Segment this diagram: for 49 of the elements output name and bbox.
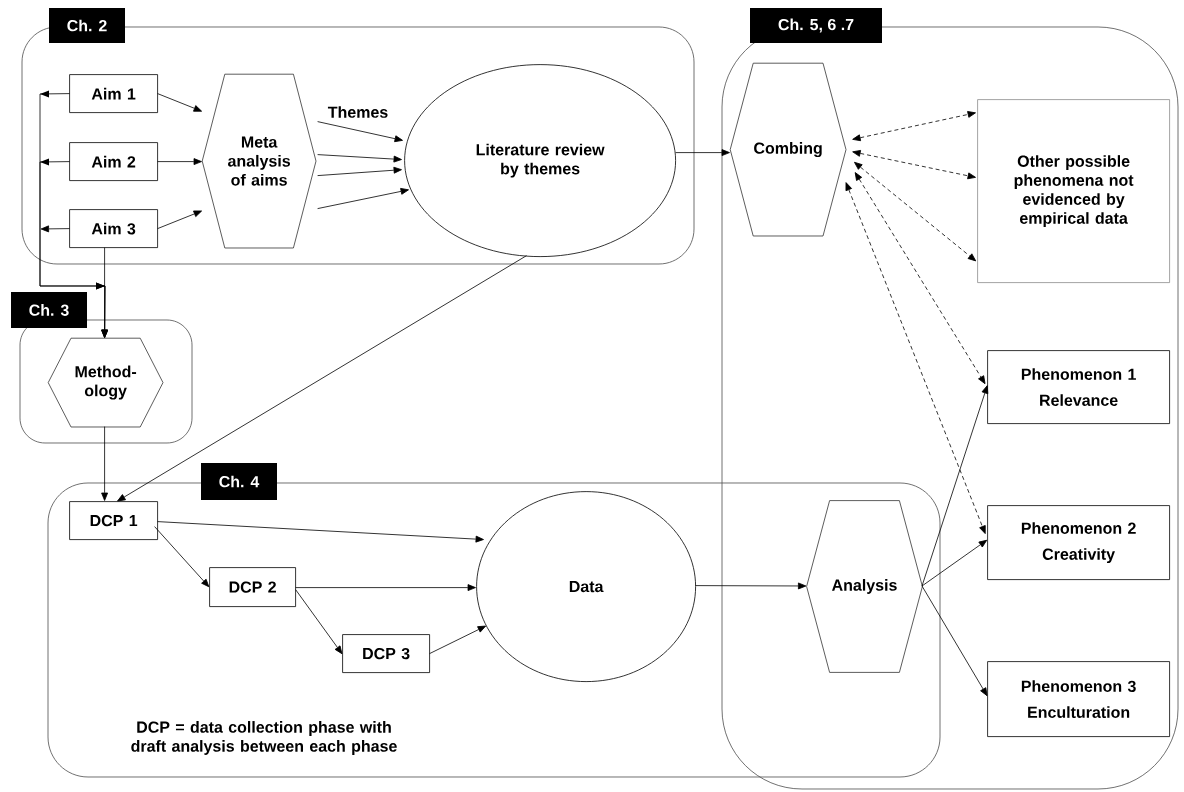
arrow bbox=[101, 426, 109, 501]
arrow bbox=[154, 526, 210, 588]
arrow bbox=[39, 158, 109, 338]
arrow bbox=[921, 539, 988, 587]
hexagon-process: Combing bbox=[729, 62, 847, 237]
arrow bbox=[157, 93, 202, 112]
process-box: Phenomenon 1 Relevance bbox=[987, 350, 1170, 424]
process-box: Aim 1 bbox=[69, 74, 158, 113]
hexagon-process: Analysis bbox=[806, 500, 923, 673]
chapter-tab: Ch. 2 bbox=[49, 8, 125, 43]
arrow bbox=[854, 172, 986, 385]
chapter-tab: Ch. 5, 6 .7 bbox=[750, 8, 882, 43]
arrow bbox=[845, 182, 986, 534]
hexagon-process: Meta analysis of aims bbox=[201, 73, 317, 249]
arrow bbox=[852, 150, 976, 180]
arrow bbox=[429, 625, 486, 654]
arrow bbox=[157, 210, 202, 229]
arrow bbox=[921, 585, 988, 697]
process-box: Aim 3 bbox=[69, 209, 158, 248]
arrow bbox=[295, 584, 476, 591]
process-box: Other possible phenomena not evidenced by empirical data bbox=[977, 99, 1170, 283]
process-box: DCP 1 bbox=[69, 501, 158, 540]
process-box: DCP 2 bbox=[209, 567, 296, 607]
arrow bbox=[40, 225, 70, 233]
arrow bbox=[317, 188, 409, 209]
arrow bbox=[317, 121, 403, 143]
theme-label: Themes bbox=[327, 106, 388, 118]
process-box: Aim 2 bbox=[69, 142, 158, 181]
ellipse-process: Literature review by themes bbox=[404, 64, 676, 257]
arrow bbox=[675, 149, 730, 156]
process-box: Phenomenon 2 Creativity bbox=[987, 505, 1170, 580]
arrow bbox=[921, 385, 989, 587]
arrow bbox=[695, 582, 807, 590]
process-box: DCP 3 bbox=[342, 634, 430, 673]
hexagon-process: Method-ology bbox=[47, 337, 164, 428]
ellipse-process: Data bbox=[476, 491, 696, 682]
chapter-tab: Ch. 4 bbox=[201, 463, 277, 500]
arrow bbox=[295, 589, 343, 655]
arrow bbox=[852, 111, 976, 142]
arrow bbox=[101, 247, 109, 338]
process-box: Phenomenon 3 Enculturation bbox=[987, 661, 1170, 737]
arrow bbox=[117, 255, 527, 502]
chapter-tab: Ch. 3 bbox=[11, 292, 87, 328]
arrow bbox=[157, 158, 202, 165]
arrow bbox=[157, 521, 484, 543]
arrow bbox=[317, 166, 402, 176]
arrow bbox=[317, 154, 402, 163]
footnote: DCP = data collection phase with draft analysis between each phase bbox=[131, 721, 397, 755]
arrow bbox=[854, 161, 977, 262]
